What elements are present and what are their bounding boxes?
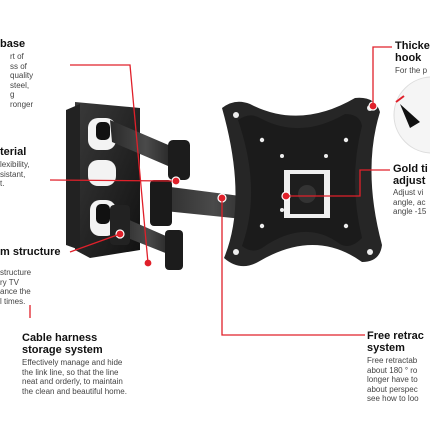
free-retract-callout-title-line: system	[367, 342, 405, 354]
base-callout-line: quality	[10, 71, 34, 80]
arm-structure-callout-line: ance the	[0, 287, 31, 296]
gold-tilt-callout-title-line: adjust	[393, 175, 426, 187]
hook-callout-line: For the p	[395, 66, 428, 75]
material-callout-text: lexibility, sistant, t.	[0, 160, 30, 189]
cable-callout-line: the clean and beautiful home.	[22, 386, 127, 396]
arm-structure-callout-line: l times.	[0, 296, 26, 306]
material-callout-line: t.	[0, 179, 5, 188]
cable-callout-line: the link line, so that the line	[22, 367, 119, 377]
arm-structure-callout-title: m structure	[0, 246, 61, 258]
cable-callout-title-line: storage system	[22, 344, 103, 356]
free-retract-callout-line: Free retractab	[367, 356, 418, 365]
callout-lines	[29, 46, 392, 336]
cable-callout-title-line: Cable harness	[22, 332, 98, 344]
base-callout-text: rt of ss of quality steel, g ronger	[0, 52, 33, 109]
gold-tilt-callout-text: Adjust vi angle, ac angle -15	[393, 188, 426, 217]
material-callout-line: lexibility,	[0, 160, 30, 169]
gold-tilt-callout-line: angle -15	[393, 207, 427, 216]
arm-structure-callout-line: ry TV	[0, 277, 19, 287]
cable-callout-text: Effectively manage and hide the link lin…	[22, 358, 127, 396]
material-callout-line: sistant,	[0, 169, 26, 179]
base-callout-title: base	[0, 38, 26, 50]
arm-structure-callout-line: structure	[0, 268, 32, 277]
gold-tilt-callout-line: Adjust vi	[393, 188, 424, 197]
cable-callout-line: neat and orderly, to maintain	[22, 377, 123, 386]
vesa-plate	[222, 97, 382, 267]
free-retract-callout-line: see how to loo	[367, 394, 419, 403]
cable-callout-title: Cable harness storage system	[22, 332, 103, 356]
base-callout-line: rt of	[10, 52, 24, 61]
gold-tilt-callout-title-line: Gold ti	[393, 163, 428, 175]
lower-arm	[110, 205, 183, 270]
free-retract-callout-title: Free retrac system	[367, 330, 424, 354]
base-callout-line: steel,	[10, 80, 30, 90]
hook-detail-inset	[393, 76, 430, 154]
hook-callout-text: For the p	[395, 66, 427, 76]
free-retract-callout-title-line: Free retrac	[367, 330, 424, 342]
arm-structure-callout-text: structure ry TV ance the l times.	[0, 268, 31, 306]
free-retract-callout-text: Free retractab about 180 ° ro longer hav…	[367, 356, 419, 404]
gold-tilt-callout-line: angle, ac	[393, 197, 426, 207]
base-callout-line: g	[10, 90, 15, 99]
cable-callout-line: Effectively manage and hide	[22, 358, 123, 367]
material-callout-title: terial	[0, 146, 27, 158]
hook-callout-title-line: Thicke	[395, 40, 430, 52]
free-retract-callout-line: about 180 ° ro	[367, 365, 418, 375]
free-retract-callout-line: about perspec	[367, 384, 418, 394]
hook-callout-title: Thicke hook	[395, 40, 430, 64]
base-callout-line: ss of	[10, 61, 27, 71]
hook-callout-title-line: hook	[395, 52, 422, 64]
base-callout-line: ronger	[10, 99, 34, 109]
free-retract-callout-line: longer have to	[367, 375, 418, 384]
upper-arm	[110, 120, 190, 180]
gold-tilt-callout-title: Gold ti adjust	[393, 163, 428, 187]
